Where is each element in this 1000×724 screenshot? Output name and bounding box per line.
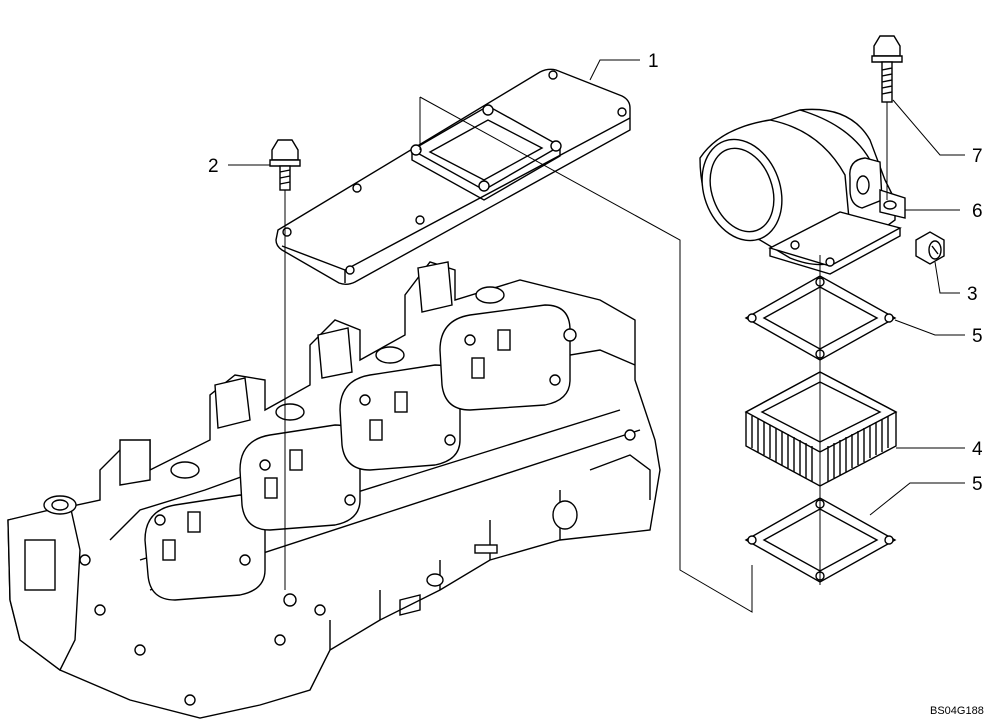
leader-lines — [228, 59, 965, 516]
callouts: 1 2 3 4 5 5 6 7 — [208, 51, 983, 495]
cylinder-head — [7, 261, 661, 719]
callout-7: 7 — [972, 146, 983, 167]
callout-3: 3 — [967, 284, 978, 305]
bolt-part-2 — [269, 139, 301, 191]
callout-5b: 5 — [972, 474, 983, 495]
callout-6: 6 — [972, 201, 983, 222]
drawing-code: BS04G188 — [930, 705, 984, 717]
callout-1: 1 — [648, 51, 659, 72]
callout-5a: 5 — [972, 326, 983, 347]
spacer-part-4 — [744, 371, 898, 487]
assembly-lines — [284, 96, 888, 613]
cover-plate-part-1 — [275, 68, 631, 285]
callout-4: 4 — [972, 439, 983, 460]
plug-part-3 — [915, 231, 945, 265]
callout-2: 2 — [208, 156, 219, 177]
bolt-part-7 — [871, 35, 903, 103]
elbow-part-6 — [699, 108, 906, 275]
